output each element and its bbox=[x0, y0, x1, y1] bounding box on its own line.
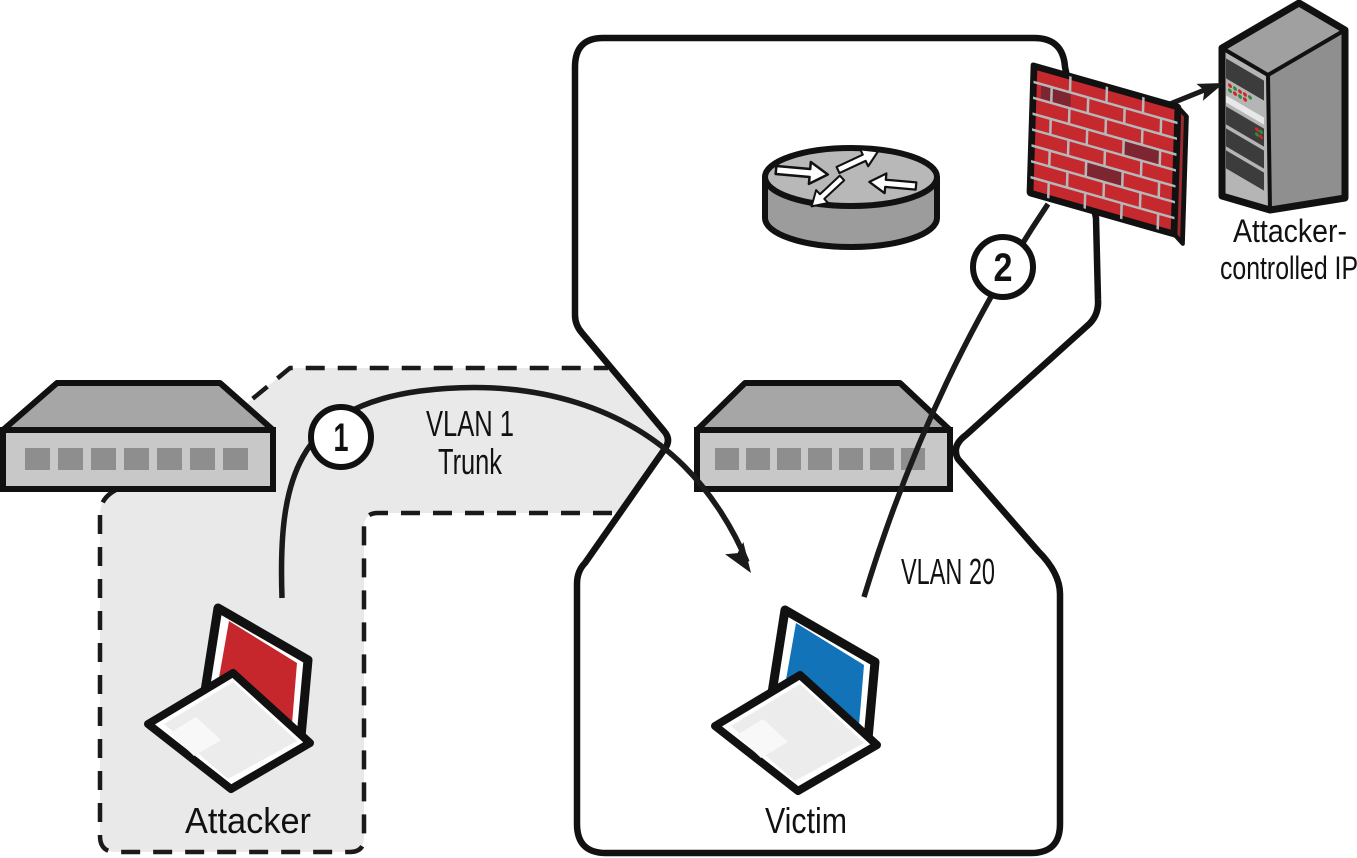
firewall-icon bbox=[1026, 62, 1189, 246]
router-arrow-in-east bbox=[774, 160, 830, 186]
switch-left-icon bbox=[0, 380, 276, 492]
server-label-line2: controlled IP bbox=[1220, 250, 1357, 286]
vlan1-trunk-region-dash-top bbox=[226, 365, 608, 421]
firewall-mortar-vertical bbox=[1046, 76, 1163, 230]
server-icon bbox=[1218, 0, 1349, 214]
attack-path-1 bbox=[278, 384, 751, 599]
attacker-laptop-icon bbox=[144, 603, 314, 793]
step-badge-1: 1 bbox=[308, 404, 374, 470]
vlan1-trunk-label-line2: Trunk bbox=[438, 441, 503, 482]
victim-label: Victim bbox=[765, 800, 847, 841]
switch-victim-icon bbox=[694, 380, 953, 492]
attack-path-1-arrowhead bbox=[725, 541, 751, 573]
vlan1-trunk-region-dash-inner bbox=[97, 457, 612, 855]
vlan1-trunk-label-line1: VLAN 1 bbox=[426, 403, 514, 444]
server-label-line1: Attacker- bbox=[1233, 213, 1347, 249]
router-arrow-out-southwest bbox=[810, 174, 846, 208]
router-icon bbox=[762, 145, 940, 250]
victim-laptop-icon bbox=[711, 605, 881, 795]
attacker-laptop-screen bbox=[217, 621, 297, 736]
step-badge-2: 2 bbox=[970, 234, 1036, 300]
router-arrow-in-west bbox=[868, 172, 918, 195]
step-badge-1-number: 1 bbox=[334, 416, 349, 460]
firewall-to-server-arrowhead bbox=[1196, 83, 1224, 101]
vlan20-label: VLAN 20 bbox=[901, 551, 995, 592]
firewall-dark-bricks bbox=[1040, 85, 1160, 186]
router-arrow-out-northeast bbox=[835, 148, 880, 175]
server-led-lights bbox=[1228, 83, 1252, 102]
step-badge-2-number: 2 bbox=[994, 246, 1013, 290]
attacker-label: Attacker bbox=[185, 800, 311, 841]
victim-laptop-screen bbox=[784, 623, 864, 738]
